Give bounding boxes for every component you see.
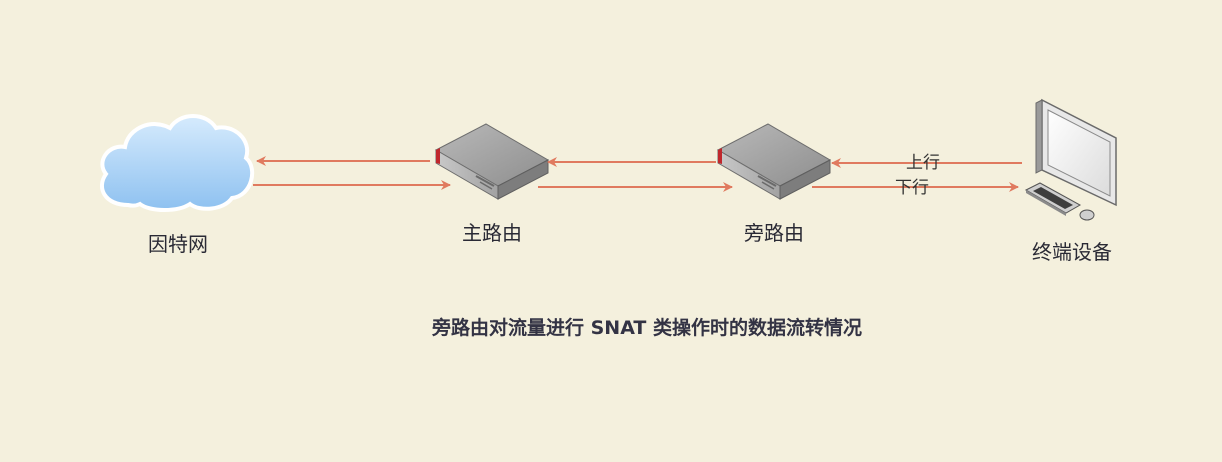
downlink-label: 下行 bbox=[895, 178, 929, 198]
internet-label: 因特网 bbox=[148, 232, 208, 256]
diagram-caption: 旁路由对流量进行 SNAT 类操作时的数据流转情况 bbox=[431, 317, 863, 339]
side-router-icon bbox=[716, 123, 832, 200]
side-router-label: 旁路由 bbox=[744, 221, 804, 245]
desktop-computer-icon bbox=[1024, 98, 1117, 221]
main-router-icon bbox=[434, 123, 550, 200]
uplink-label: 上行 bbox=[906, 153, 940, 173]
flow-arrows bbox=[253, 156, 1022, 192]
terminal-label: 终端设备 bbox=[1032, 240, 1112, 264]
cloud-icon bbox=[99, 114, 255, 212]
main-router-label: 主路由 bbox=[462, 221, 522, 245]
